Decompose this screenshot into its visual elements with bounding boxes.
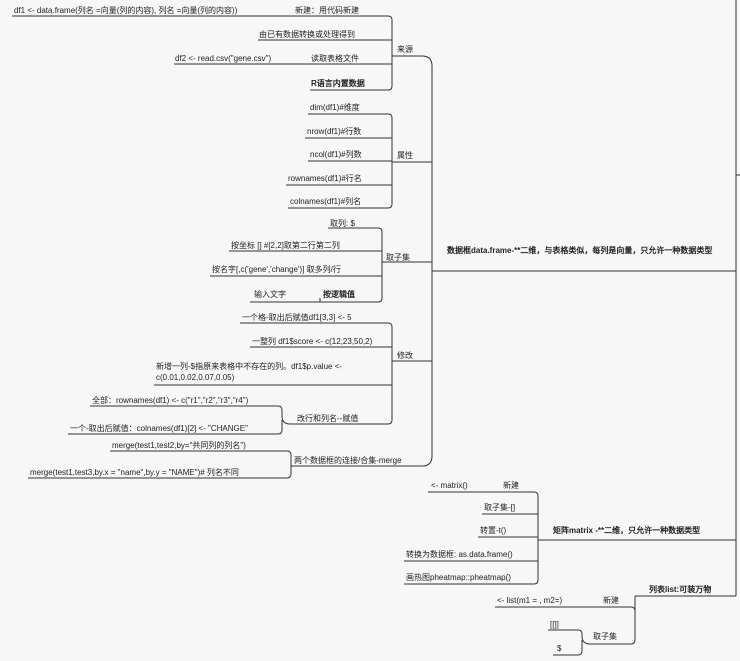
source-convert: 由已有数据转换或处理得到 <box>259 30 355 39</box>
matrix-new-code: <- matrix() <box>431 481 468 490</box>
matrix-new-label: 新建 <box>503 481 519 490</box>
list-node: 列表list:可装万物 <box>649 585 712 594</box>
matrix-transpose: 转置-t() <box>480 526 507 535</box>
attr-nrow: nrow(df1)#行数 <box>307 127 362 136</box>
source-read-code: df2 <- read.csv("gene.csv") <box>175 54 272 63</box>
modify-rowcol-label: 改行和列名--赋值 <box>297 414 359 423</box>
matrix-heatmap: 画热图pheatmap::pheatmap() <box>406 573 511 582</box>
modify-column: 一整列 df1$score <- c(12,23,50,2) <box>252 337 373 346</box>
subset-coord: 按坐标 [] #[2,2]取第二行第二列 <box>231 241 340 250</box>
modify-single: 一个-取出后赋值：colnames(df1)[2] <- "CHANGE" <box>70 424 248 433</box>
subset-byname: 按名字[,c('gene','change')] 取多列/行 <box>212 265 341 274</box>
list-new-code: <- list(m1 = , m2=) <box>497 596 563 605</box>
modify-newcol: 新增一列-$指原来表格中不存在的列。df1$p.value <- c(0.01,… <box>156 362 343 382</box>
matrix-node: 矩阵matrix -**二维，只允许一种数据类型 <box>553 526 701 535</box>
subset-col: 取列: $ <box>330 219 355 228</box>
source-read-label: 读取表格文件 <box>311 54 359 63</box>
modify-cell: 一个格-取出后赋值df1[3,3] <- 5 <box>242 313 352 322</box>
matrix-subset: 取子集-[] <box>484 503 516 512</box>
modify-all: 全部：rownames(df1) <- c("r1","r2","r3","r4… <box>92 396 249 405</box>
subset-logical-note: 输入文字 <box>254 290 286 299</box>
modify-node: 修改 <box>397 351 413 360</box>
list-dollar: $ <box>557 644 562 653</box>
merge-diff: merge(test1,test3,by.x = "name",by.y = "… <box>30 468 239 477</box>
source-new-code: df1 <- data.frame(列名 =向量(列的内容), 列名 =向量(列… <box>14 6 238 15</box>
merge-node: 两个数据框的连接/合集-merge <box>294 456 402 465</box>
list-double-bracket: [[]] <box>550 620 559 629</box>
attr-dim: dim(df1)#维度 <box>310 103 360 112</box>
attributes-node: 属性 <box>397 151 413 160</box>
subset-node: 取子集 <box>386 253 410 262</box>
source-builtin: R语言内置数据 <box>311 79 365 88</box>
attr-ncol: ncol(df1)#列数 <box>310 150 362 159</box>
matrix-convert: 转换为数据框: as.data.frame() <box>406 550 513 559</box>
list-new-label: 新建 <box>603 596 619 605</box>
attr-rownames: rownames(df1)#行名 <box>288 174 362 183</box>
subset-logical: 按逻辑值 <box>323 290 355 299</box>
source-node: 来源 <box>397 45 413 54</box>
dataframe-node: 数据框data.frame-**二维，与表格类似，每列是向量，只允许一种数据类型 <box>447 246 713 255</box>
list-subset-label: 取子集 <box>593 632 617 641</box>
merge-same: merge(test1,test2,by="共同列的列名") <box>112 441 246 450</box>
source-new-label: 新建：用代码新建 <box>295 6 359 15</box>
attr-colnames: colnames(df1)#列名 <box>290 197 362 206</box>
